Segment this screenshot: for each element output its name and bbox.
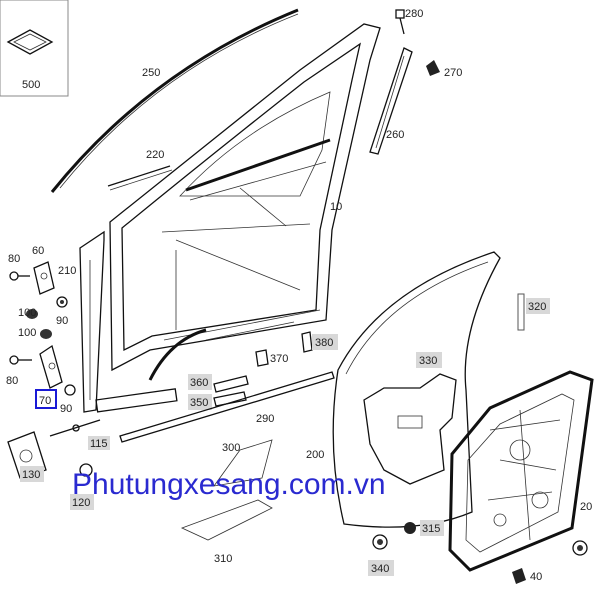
label-200: 200 bbox=[306, 449, 324, 461]
label-40: 40 bbox=[530, 571, 542, 583]
label-80-upper: 80 bbox=[8, 253, 20, 265]
label-370: 370 bbox=[270, 353, 288, 365]
label-340: 340 bbox=[371, 563, 389, 575]
label-380: 380 bbox=[315, 337, 333, 349]
label-250: 250 bbox=[142, 67, 160, 79]
label-320: 320 bbox=[528, 301, 546, 313]
label-100-lower: 100 bbox=[18, 327, 36, 339]
bolt-80-lower[interactable]: 80 bbox=[6, 355, 32, 387]
label-310: 310 bbox=[214, 553, 232, 565]
inner-panel-20[interactable]: 20 bbox=[448, 370, 594, 572]
label-100-upper: 100 bbox=[18, 307, 36, 319]
handle-350[interactable]: 350 bbox=[188, 391, 247, 410]
hinge-upper-60[interactable]: 60 bbox=[32, 245, 55, 295]
label-280: 280 bbox=[405, 8, 423, 20]
label-20: 20 bbox=[580, 501, 592, 513]
sheet-310[interactable]: 310 bbox=[180, 499, 273, 565]
label-260: 260 bbox=[386, 129, 404, 141]
belt-strip-290[interactable]: 290 bbox=[119, 371, 335, 443]
plug-340[interactable]: 340 bbox=[368, 534, 394, 576]
label-210: 210 bbox=[58, 265, 76, 277]
label-10: 10 bbox=[330, 201, 342, 213]
screw-40[interactable]: 40 bbox=[512, 568, 542, 584]
roof-moulding-250[interactable]: 250 bbox=[50, 8, 299, 193]
label-90-upper: 90 bbox=[56, 315, 68, 327]
watermark-text: Phutungxesang.com.vn bbox=[72, 468, 386, 501]
label-290: 290 bbox=[256, 413, 274, 425]
hinge-lower[interactable] bbox=[39, 344, 63, 389]
bracket-380[interactable]: 380 bbox=[301, 331, 338, 353]
washer-90-upper[interactable]: 90 bbox=[56, 296, 68, 327]
bolt-80-upper[interactable]: 80 bbox=[8, 253, 30, 281]
label-330: 330 bbox=[419, 355, 437, 367]
membrane-330[interactable]: 330 bbox=[363, 352, 457, 485]
label-115: 115 bbox=[90, 438, 108, 450]
label-300: 300 bbox=[222, 442, 240, 454]
inset-part-500[interactable]: 500 bbox=[0, 0, 69, 97]
label-90-lower: 90 bbox=[60, 403, 72, 415]
label-360: 360 bbox=[190, 377, 208, 389]
label-315: 315 bbox=[422, 523, 440, 535]
label-80-lower: 80 bbox=[6, 375, 18, 387]
plug-right[interactable] bbox=[572, 540, 588, 556]
label-120: 120 bbox=[72, 497, 90, 509]
label-500: 500 bbox=[22, 79, 40, 91]
door-shell-10[interactable]: 10 bbox=[109, 23, 381, 381]
handle-360[interactable]: 360 bbox=[188, 374, 249, 393]
sheet-300[interactable]: 300 bbox=[213, 439, 273, 487]
bracket-370[interactable]: 370 bbox=[255, 349, 288, 367]
label-60: 60 bbox=[32, 245, 44, 257]
pillar-trim-260[interactable]: 260 bbox=[369, 47, 413, 155]
part-70-highlighted[interactable]: 70 bbox=[35, 389, 57, 409]
label-220: 220 bbox=[146, 149, 164, 161]
pin-320[interactable]: 320 bbox=[517, 293, 550, 331]
nut-100-upper[interactable]: 100 bbox=[18, 307, 38, 319]
label-270: 270 bbox=[444, 67, 462, 79]
label-70: 70 bbox=[39, 395, 51, 407]
clip-270[interactable]: 270 bbox=[426, 60, 462, 79]
nut-100-lower[interactable]: 100 bbox=[18, 327, 52, 339]
door-lock-130[interactable]: 130 bbox=[7, 431, 47, 482]
trim-panel-210[interactable]: 210 bbox=[58, 230, 105, 413]
part-120[interactable]: 120 bbox=[70, 463, 94, 510]
door-check-115[interactable]: 115 bbox=[49, 388, 178, 450]
door-seal-200[interactable]: 200 bbox=[306, 251, 501, 528]
washer-90-lower[interactable]: 90 bbox=[60, 384, 76, 415]
screw-280[interactable]: 280 bbox=[395, 8, 423, 35]
plug-315[interactable]: 315 bbox=[404, 520, 444, 536]
label-130: 130 bbox=[22, 469, 40, 481]
window-seal-220[interactable]: 220 bbox=[107, 149, 173, 191]
label-350: 350 bbox=[190, 397, 208, 409]
